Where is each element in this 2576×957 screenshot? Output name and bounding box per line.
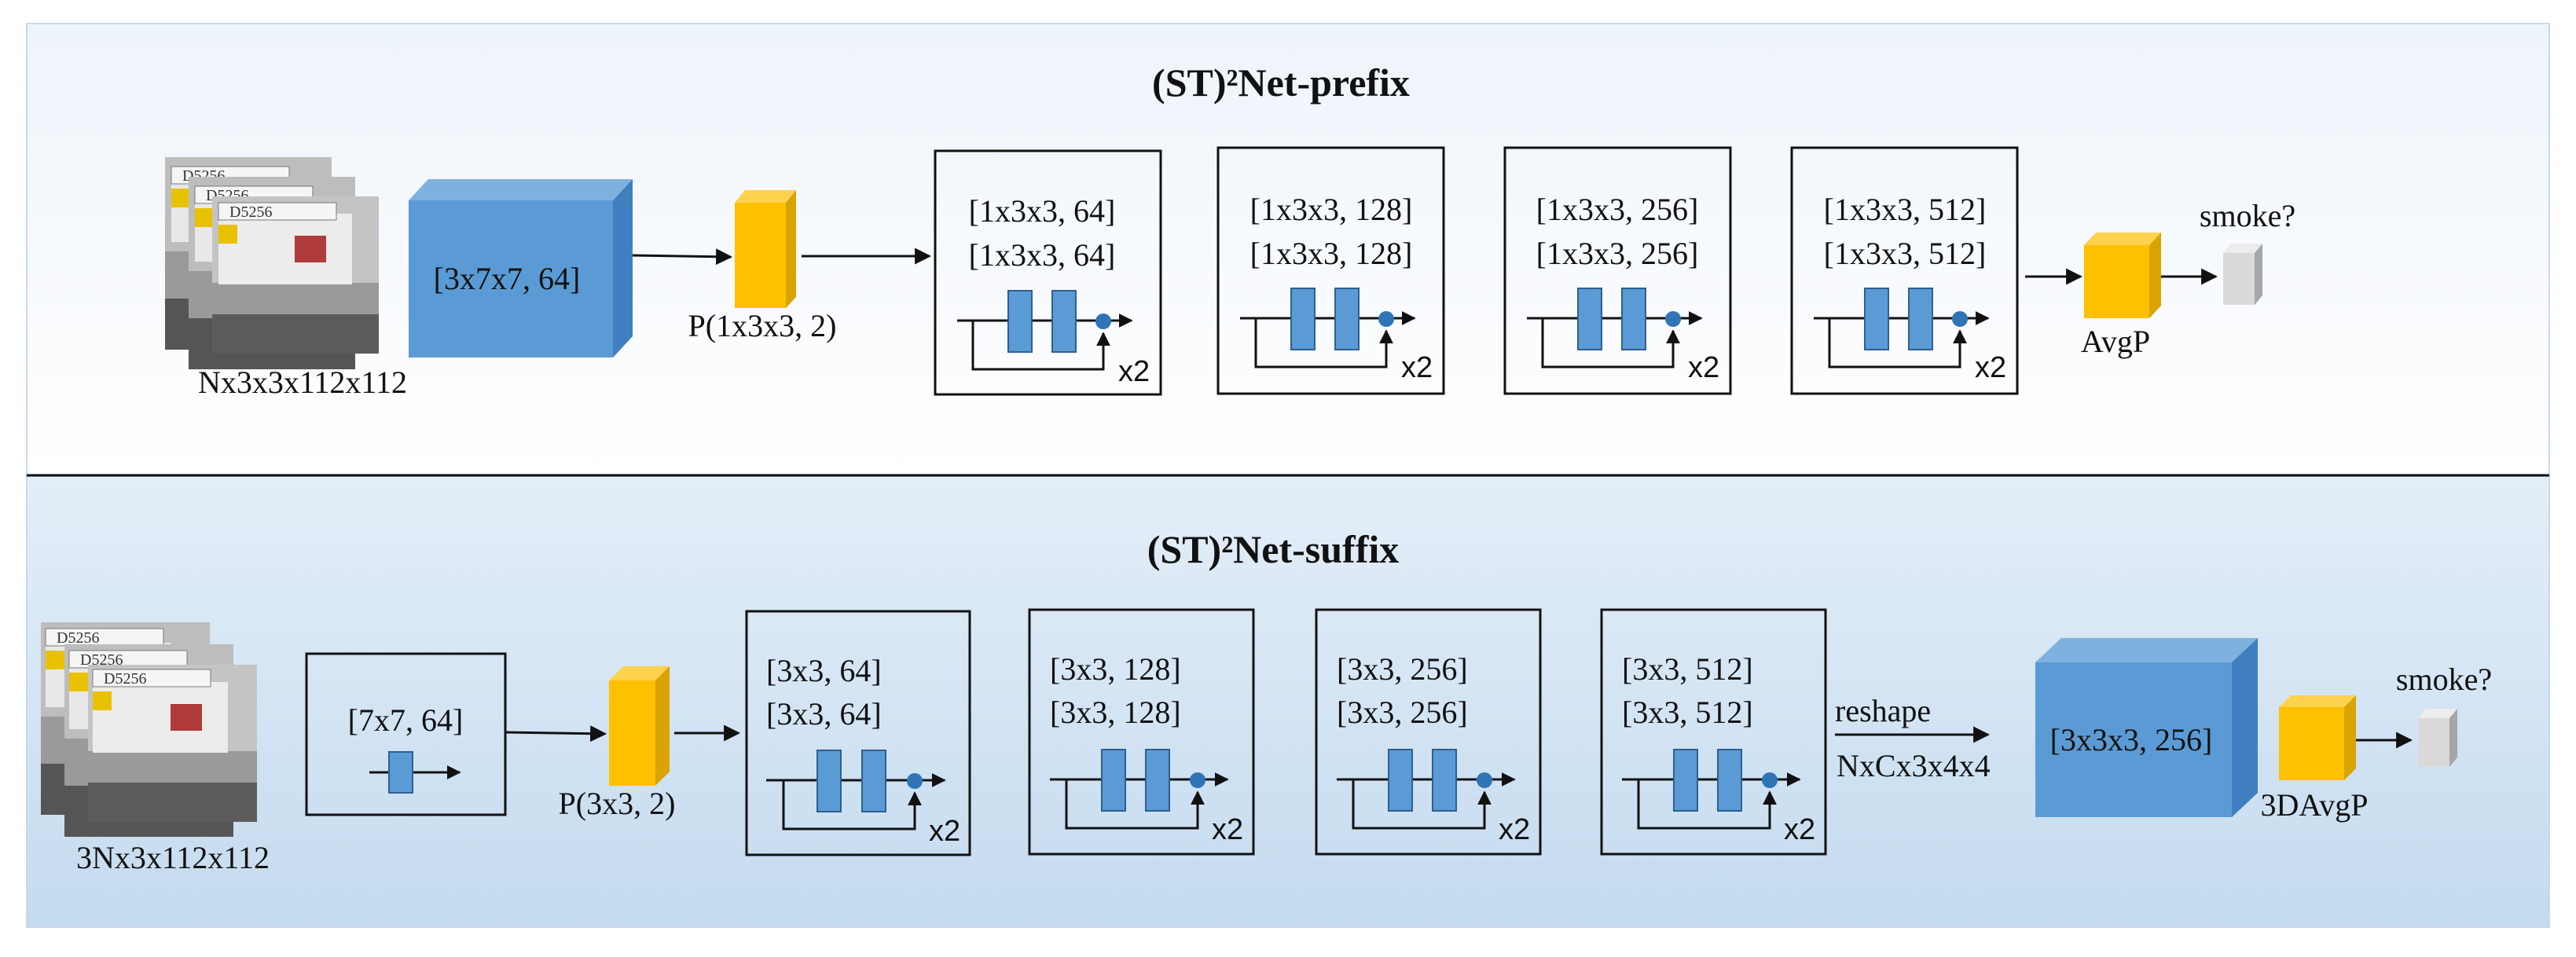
suffix-res-block-1: [3x3, 64] [3x3, 64] x2 bbox=[745, 610, 971, 856]
svg-text:[1x3x3, 256]: [1x3x3, 256] bbox=[1536, 192, 1699, 227]
suffix-res-block-2: [3x3, 128] [3x3, 128] x2 bbox=[1028, 608, 1255, 856]
svg-text:[1x3x3, 64]: [1x3x3, 64] bbox=[969, 193, 1116, 229]
prefix-pool-label: P(1x3x3, 2) bbox=[688, 308, 837, 343]
suffix-res-block-3: [3x3, 256] [3x3, 256] x2 bbox=[1315, 608, 1542, 856]
svg-text:[3x3, 128]: [3x3, 128] bbox=[1050, 695, 1181, 730]
prefix-res-block-4: [1x3x3, 512] [1x3x3, 512] x2 bbox=[1790, 146, 2019, 395]
prefix-arrow-conv-pool bbox=[632, 248, 733, 266]
svg-text:D5256: D5256 bbox=[57, 629, 99, 647]
svg-text:x2: x2 bbox=[1499, 813, 1530, 846]
suffix-arrow-conv-pool bbox=[505, 725, 607, 742]
suffix-reshape-label: reshape bbox=[1835, 693, 1931, 728]
prefix-output-cube bbox=[2223, 244, 2262, 305]
svg-text:x2: x2 bbox=[1118, 355, 1150, 388]
suffix-conv-label: [7x7, 64] bbox=[348, 702, 464, 738]
svg-text:[3x3, 256]: [3x3, 256] bbox=[1337, 695, 1468, 730]
suffix-conv-box bbox=[305, 652, 507, 816]
svg-text:D5256: D5256 bbox=[104, 670, 146, 688]
svg-text:[3x3, 64]: [3x3, 64] bbox=[766, 653, 882, 688]
svg-text:x2: x2 bbox=[1784, 813, 1815, 846]
svg-text:x2: x2 bbox=[1401, 351, 1433, 384]
suffix-conv3d-label: [3x3x3, 256] bbox=[2050, 722, 2213, 757]
svg-text:D5256: D5256 bbox=[80, 651, 123, 669]
svg-text:[1x3x3, 512]: [1x3x3, 512] bbox=[1824, 236, 1987, 271]
svg-text:[3x3, 512]: [3x3, 512] bbox=[1622, 695, 1753, 730]
prefix-avgpool-cube bbox=[2084, 233, 2161, 318]
svg-text:x2: x2 bbox=[1212, 813, 1243, 846]
svg-text:[3x3, 128]: [3x3, 128] bbox=[1050, 651, 1181, 687]
suffix-input-frames: D5256 D5256 D5256 bbox=[41, 622, 257, 837]
suffix-output-label: smoke? bbox=[2396, 662, 2492, 697]
svg-text:[3x3, 256]: [3x3, 256] bbox=[1337, 651, 1468, 687]
suffix-avgpool-cube bbox=[2279, 695, 2356, 780]
prefix-title: (ST)²Net-prefix bbox=[1152, 60, 1410, 104]
prefix-input-label: Nx3x3x112x112 bbox=[198, 365, 407, 400]
prefix-res-block-1: [1x3x3, 64] [1x3x3, 64] x2 bbox=[934, 149, 1162, 396]
svg-text:[1x3x3, 64]: [1x3x3, 64] bbox=[969, 237, 1116, 273]
svg-text:x2: x2 bbox=[929, 815, 960, 848]
suffix-pool-cube bbox=[609, 666, 670, 786]
prefix-avgpool-label: AvgP bbox=[2081, 324, 2150, 359]
prefix-conv-label: [3x7x7, 64] bbox=[434, 261, 581, 296]
svg-text:x2: x2 bbox=[1688, 351, 1719, 384]
prefix-res-block-2: [1x3x3, 128] [1x3x3, 128] x2 bbox=[1216, 146, 1445, 395]
suffix-avgpool-label: 3DAvgP bbox=[2260, 787, 2368, 823]
svg-text:[1x3x3, 128]: [1x3x3, 128] bbox=[1250, 192, 1413, 227]
prefix-conv-cube bbox=[409, 179, 633, 358]
svg-text:[1x3x3, 128]: [1x3x3, 128] bbox=[1250, 236, 1413, 271]
svg-text:[3x3, 64]: [3x3, 64] bbox=[766, 696, 882, 732]
svg-text:[1x3x3, 512]: [1x3x3, 512] bbox=[1824, 192, 1987, 227]
suffix-pool-label: P(3x3, 2) bbox=[559, 786, 676, 821]
suffix-res-block-4: [3x3, 512] [3x3, 512] x2 bbox=[1600, 608, 1827, 856]
suffix-title: (ST)²Net-suffix bbox=[1147, 527, 1400, 571]
suffix-reshape-shape: NxCx3x4x4 bbox=[1837, 748, 1991, 783]
svg-text:D5256: D5256 bbox=[229, 204, 272, 221]
suffix-conv3d-cube bbox=[2035, 638, 2258, 817]
svg-text:[3x3, 512]: [3x3, 512] bbox=[1622, 651, 1753, 687]
prefix-output-label: smoke? bbox=[2200, 198, 2295, 233]
suffix-input-label: 3Nx3x112x112 bbox=[76, 840, 270, 875]
prefix-pool-cube bbox=[735, 190, 796, 308]
svg-text:x2: x2 bbox=[1975, 351, 2006, 384]
svg-text:[1x3x3, 256]: [1x3x3, 256] bbox=[1536, 236, 1699, 271]
prefix-res-block-3: [1x3x3, 256] [1x3x3, 256] x2 bbox=[1503, 146, 1732, 395]
suffix-output-cube bbox=[2418, 709, 2457, 767]
prefix-input-frames: D5256 D5256 D5256 bbox=[165, 157, 379, 369]
